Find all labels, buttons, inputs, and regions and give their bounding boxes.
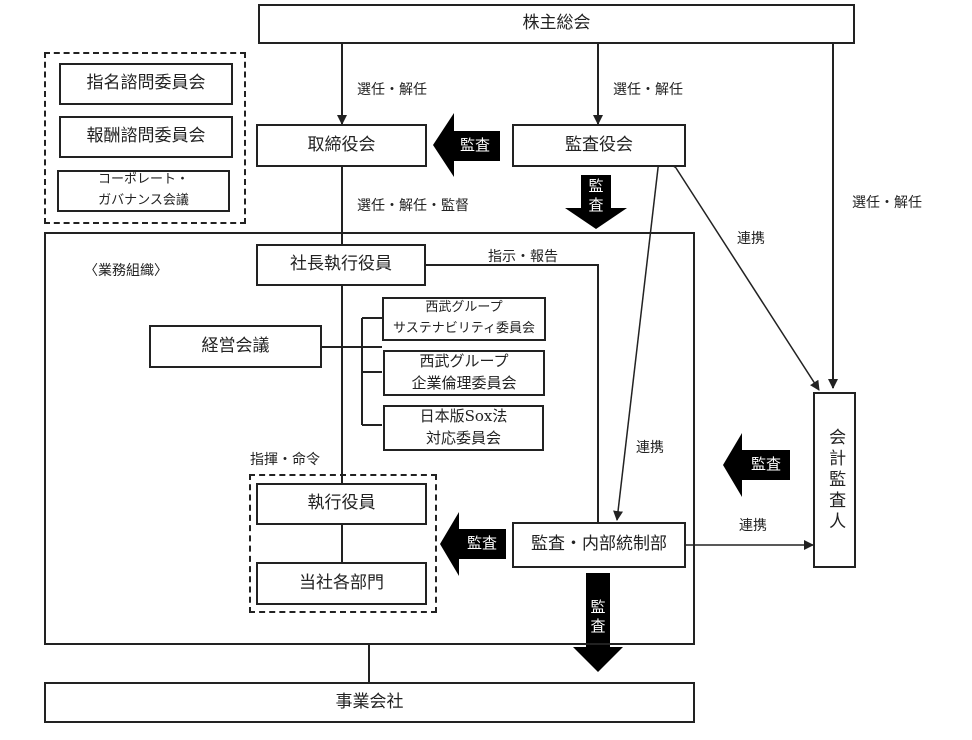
executive-officers-label: 執行役員 <box>307 493 376 514</box>
audit-arrow-to-executives <box>440 512 506 576</box>
audit-text-to-internal: 監査 <box>742 450 790 480</box>
accounting-auditor-box[interactable]: 会計監査人 <box>813 392 856 568</box>
departments-label: 当社各部門 <box>299 572 384 593</box>
audit-arrow-to-internal <box>723 433 790 497</box>
line-president-internal <box>425 264 599 522</box>
cooperation-label-internal-auditor: 連携 <box>739 518 767 534</box>
business-organization-label: 〈業務組織〉 <box>84 263 168 279</box>
executive-officers-box[interactable]: 執行役員 <box>256 483 427 525</box>
ethics-committee-box[interactable]: 西武グループ 企業倫理委員会 <box>383 350 545 396</box>
elect-dismiss-supervise-label: 選任・解任・監督 <box>357 198 469 214</box>
governance-council-box[interactable]: コーポレート・ ガバナンス会議 <box>57 170 230 212</box>
audit-text-to-board-label: 監査 <box>459 136 490 155</box>
nomination-committee-box[interactable]: 指名諮問委員会 <box>59 63 233 105</box>
accounting-auditor-label: 会計監査人 <box>825 427 846 533</box>
audit-arrow-to-subsidiaries <box>573 573 623 672</box>
departments-box[interactable]: 当社各部門 <box>256 562 427 605</box>
governance-council-line1: コーポレート・ <box>97 172 189 188</box>
line-auditboard-internal <box>613 158 665 521</box>
audit-text-to-executives: 監査 <box>459 529 505 559</box>
governance-council-line2: ガバナンス会議 <box>98 193 189 208</box>
subsidiaries-box[interactable]: 事業会社 <box>44 682 695 723</box>
subsidiaries-label: 事業会社 <box>335 691 404 712</box>
audit-board-label: 監査役会 <box>565 134 633 155</box>
sustainability-committee-line2: サステナビリティ委員会 <box>393 321 535 336</box>
sox-committee-line2: 対応委員会 <box>425 429 501 447</box>
internal-audit-label: 監査・内部統制部 <box>531 534 667 555</box>
internal-audit-box[interactable]: 監査・内部統制部 <box>512 522 686 568</box>
cooperation-label-auditboard-internal: 連携 <box>636 440 664 456</box>
elect-dismiss-board-label: 選任・解任 <box>357 82 427 98</box>
sox-committee-box[interactable]: 日本版Sox法 対応委員会 <box>383 405 544 451</box>
audit-arrow-to-org <box>565 175 627 229</box>
executives-group <box>249 474 437 613</box>
compensation-committee-label: 報酬諮問委員会 <box>86 126 206 147</box>
audit-text-to-org: 監 査 <box>581 176 611 216</box>
audit-text-to-subsidiaries-char2: 査 <box>590 617 606 635</box>
business-organization-frame <box>44 232 695 645</box>
compensation-committee-box[interactable]: 報酬諮問委員会 <box>59 116 233 158</box>
management-meeting-box[interactable]: 経営会議 <box>149 325 322 368</box>
line-auditboard-auditor <box>666 157 820 391</box>
audit-text-to-executives-label: 監査 <box>466 534 497 553</box>
ethics-committee-line2: 企業倫理委員会 <box>411 374 517 392</box>
audit-text-to-subsidiaries-char1: 監 <box>590 597 606 616</box>
command-order-label: 指揮・命令 <box>250 452 320 468</box>
audit-arrow-to-board <box>433 113 500 177</box>
shareholders-meeting-box[interactable]: 株主総会 <box>258 4 855 44</box>
instruct-report-label: 指示・報告 <box>488 249 558 265</box>
nomination-committee-label: 指名諮問委員会 <box>86 73 206 94</box>
audit-text-to-subsidiaries: 監 査 <box>586 595 610 639</box>
cooperation-label-auditboard-auditor: 連携 <box>737 231 765 247</box>
president-box[interactable]: 社長執行役員 <box>256 244 426 286</box>
management-meeting-label: 経営会議 <box>201 335 270 356</box>
audit-text-to-org-char1: 監 <box>588 176 604 195</box>
audit-text-to-internal-label: 監査 <box>750 455 781 474</box>
audit-board-box[interactable]: 監査役会 <box>512 124 686 167</box>
board-of-directors-box[interactable]: 取締役会 <box>256 124 427 167</box>
sox-committee-line1: 日本版Sox法 <box>419 407 508 426</box>
audit-text-to-org-char2: 査 <box>588 196 604 214</box>
president-label: 社長執行役員 <box>290 254 392 275</box>
elect-dismiss-audit-label: 選任・解任 <box>613 82 683 98</box>
advisory-committees-group <box>44 52 246 224</box>
board-of-directors-label: 取締役会 <box>307 134 376 155</box>
sustainability-committee-box[interactable]: 西武グループ サステナビリティ委員会 <box>382 297 546 341</box>
audit-text-to-board: 監査 <box>452 131 498 161</box>
sustainability-committee-line1: 西武グループ <box>425 300 503 316</box>
shareholders-meeting-label: 株主総会 <box>522 13 591 34</box>
ethics-committee-line1: 西武グループ <box>419 352 509 371</box>
elect-dismiss-auditor-label: 選任・解任 <box>852 195 922 211</box>
